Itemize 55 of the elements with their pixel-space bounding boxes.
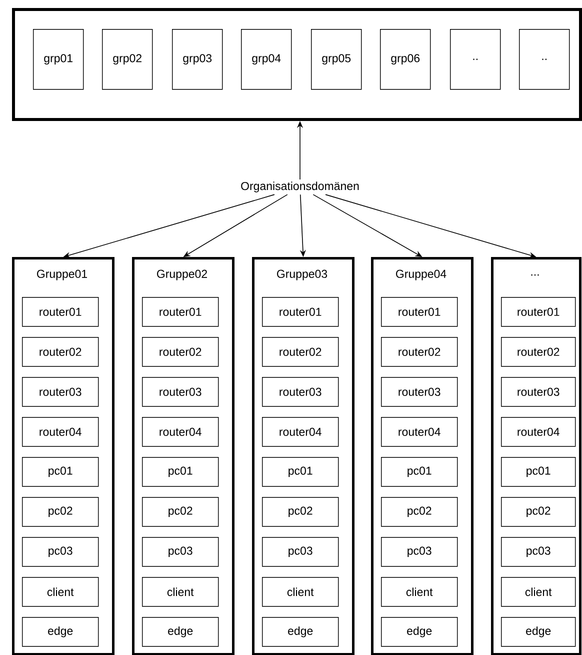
device-box: router01 bbox=[262, 297, 339, 327]
device-box: router03 bbox=[262, 377, 339, 407]
device-box: router04 bbox=[381, 417, 458, 447]
device-box: router04 bbox=[22, 417, 99, 447]
device-box: pc01 bbox=[142, 457, 219, 487]
device-box: router02 bbox=[262, 337, 339, 367]
device-box: router03 bbox=[381, 377, 458, 407]
device-box: pc01 bbox=[381, 457, 458, 487]
device-box: client bbox=[142, 577, 219, 607]
device-box: client bbox=[262, 577, 339, 607]
device-box: pc03 bbox=[501, 537, 576, 567]
group-box: grp03 bbox=[172, 29, 223, 90]
device-box: pc02 bbox=[142, 497, 219, 527]
device-box: router02 bbox=[142, 337, 219, 367]
device-box: pc01 bbox=[501, 457, 576, 487]
device-box: client bbox=[381, 577, 458, 607]
device-box: pc01 bbox=[262, 457, 339, 487]
device-box: router01 bbox=[381, 297, 458, 327]
group-box: .. bbox=[450, 29, 501, 90]
device-box: router03 bbox=[22, 377, 99, 407]
domain-label: Organisationsdomänen bbox=[238, 180, 362, 194]
device-box: router02 bbox=[22, 337, 99, 367]
device-box: router03 bbox=[142, 377, 219, 407]
device-box: router03 bbox=[501, 377, 576, 407]
device-box: pc02 bbox=[262, 497, 339, 527]
group-box: grp04 bbox=[241, 29, 292, 90]
device-box: router01 bbox=[501, 297, 576, 327]
device-box: pc03 bbox=[22, 537, 99, 567]
device-box: router02 bbox=[381, 337, 458, 367]
device-box: pc02 bbox=[501, 497, 576, 527]
device-box: client bbox=[22, 577, 99, 607]
device-box: pc03 bbox=[142, 537, 219, 567]
device-box: router02 bbox=[501, 337, 576, 367]
device-box: edge bbox=[262, 617, 339, 647]
device-box: router04 bbox=[501, 417, 576, 447]
device-box: client bbox=[501, 577, 576, 607]
group-box: grp05 bbox=[311, 29, 362, 90]
device-box: pc03 bbox=[262, 537, 339, 567]
device-box: pc02 bbox=[22, 497, 99, 527]
group-box: grp02 bbox=[102, 29, 153, 90]
device-box: pc02 bbox=[381, 497, 458, 527]
device-box: router04 bbox=[262, 417, 339, 447]
group-box: grp06 bbox=[380, 29, 431, 90]
group-panel bbox=[12, 8, 582, 121]
device-box: router01 bbox=[22, 297, 99, 327]
device-box: edge bbox=[501, 617, 576, 647]
device-box: pc01 bbox=[22, 457, 99, 487]
device-box: edge bbox=[142, 617, 219, 647]
device-box: edge bbox=[22, 617, 99, 647]
group-box: grp01 bbox=[33, 29, 84, 90]
device-box: router04 bbox=[142, 417, 219, 447]
device-box: router01 bbox=[142, 297, 219, 327]
group-box: .. bbox=[519, 29, 570, 90]
device-box: edge bbox=[381, 617, 458, 647]
device-box: pc03 bbox=[381, 537, 458, 567]
